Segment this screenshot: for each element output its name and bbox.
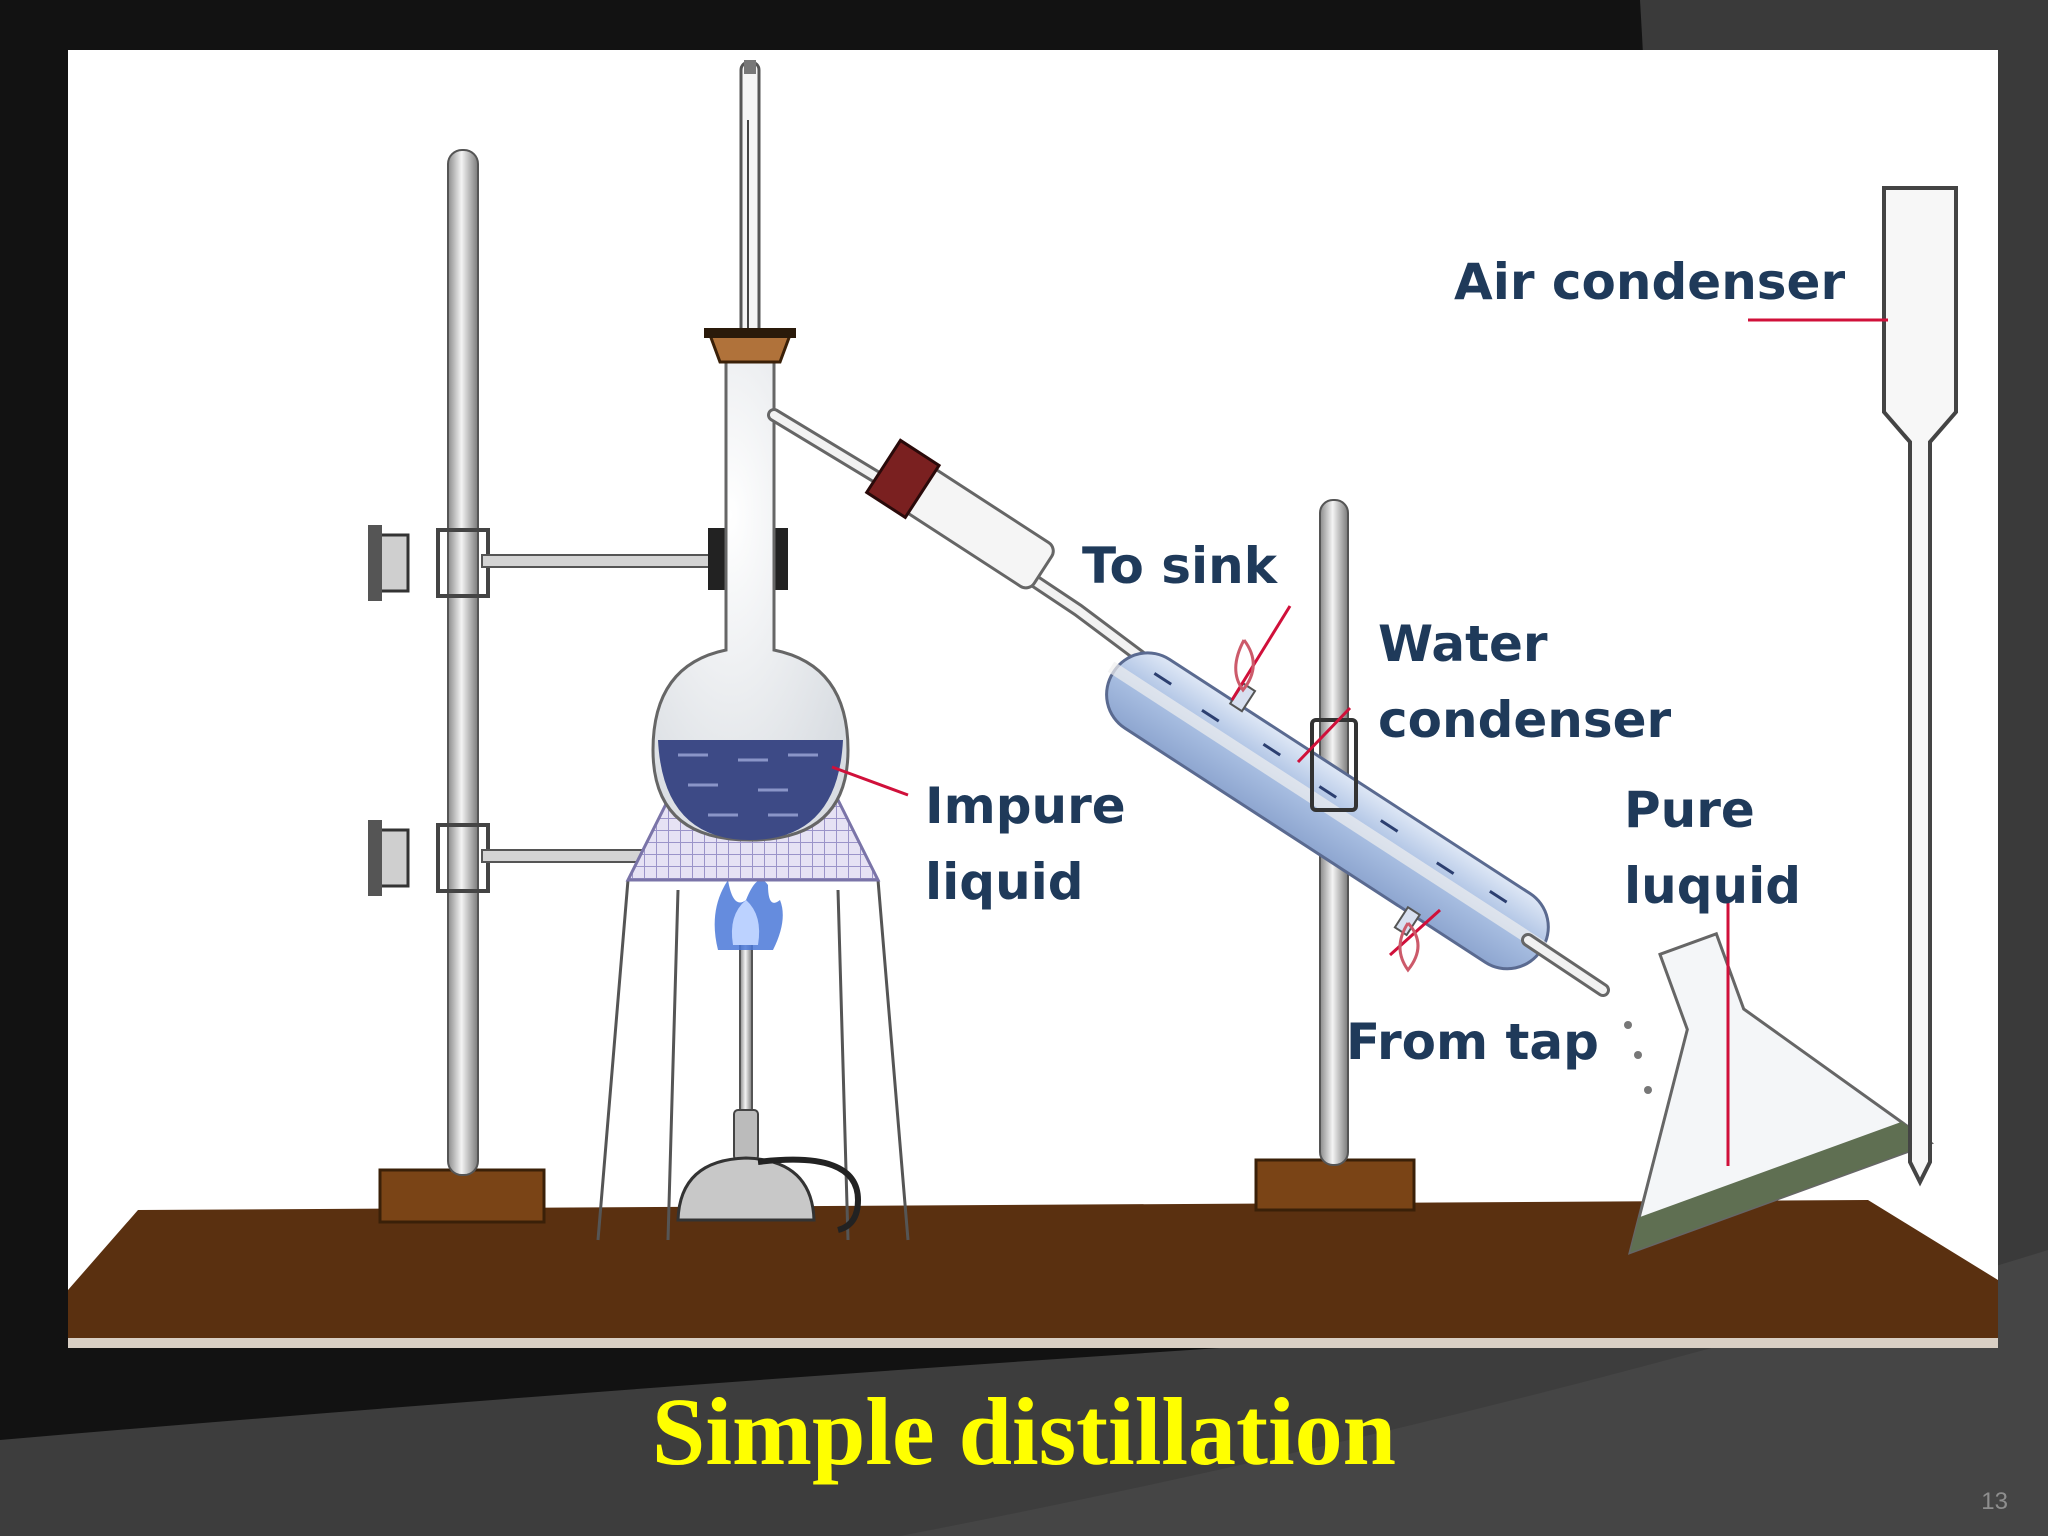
bench-edge [68, 1338, 1998, 1348]
stand-base-right [1254, 1158, 1416, 1212]
label-to-sink: To sink [1082, 537, 1277, 595]
stand-rod-left [447, 149, 479, 1176]
bench-top [68, 1200, 1998, 1340]
label-water-condenser: Water condenser [1378, 615, 1672, 749]
slide-title: Simple distillation [651, 1378, 1397, 1485]
distillation-diagram: Air condenser To sink Water condenser Im… [68, 50, 1998, 1348]
condenser-adapter [864, 438, 1055, 590]
label-air-condenser: Air condenser [1454, 253, 1846, 311]
air-condenser [1882, 186, 1958, 1187]
bunsen-burner [676, 929, 862, 1233]
label-impure-liquid: Impure liquid [925, 777, 1126, 911]
label-pure-liquid: Pure luquid [1624, 781, 1802, 915]
clamp-upper [368, 525, 788, 601]
label-from-tap: From tap [1346, 1013, 1599, 1071]
page-number: 13 [1981, 1488, 2008, 1515]
from-tap-hose [1398, 921, 1420, 973]
stand-base-left [378, 1168, 546, 1224]
tripod [596, 879, 910, 1241]
apparatus-drawing [68, 60, 1998, 1348]
round-bottom-flask [651, 328, 850, 842]
to-sink-hose [1234, 639, 1255, 693]
leader-lines [831, 318, 1888, 1166]
